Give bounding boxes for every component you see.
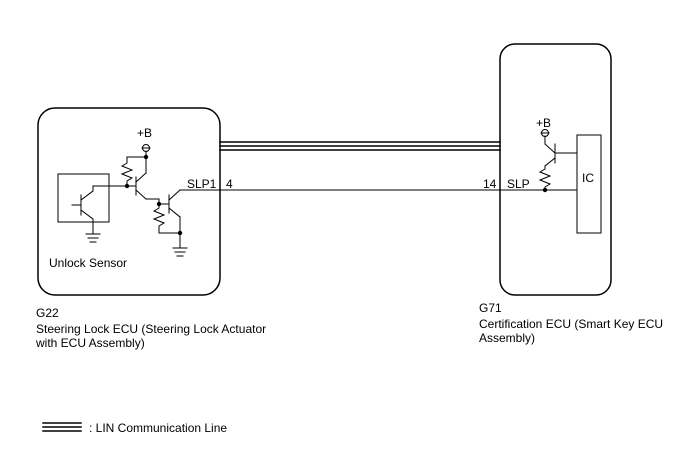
right-supply-label: +B: [536, 116, 552, 130]
left-output-transistor: [158, 189, 221, 257]
ic-block: [576, 134, 602, 234]
left-supply-label: +B: [137, 126, 153, 140]
junction-dot: [156, 201, 162, 207]
steering-lock-ecu-box: [37, 107, 221, 296]
legend-line-symbol: [42, 422, 82, 432]
junction-dot: [124, 183, 130, 189]
left-pin-number: 4: [226, 177, 233, 191]
junction-dot: [177, 230, 183, 236]
right-pin-name: SLP: [507, 177, 530, 191]
lin-communication-line: [219, 141, 501, 151]
left-ecu-name: Steering Lock ECU (Steering Lock Actuato…: [36, 322, 267, 350]
certification-ecu-box: [499, 43, 612, 296]
ic-label: IC: [582, 171, 594, 185]
right-driver-transistor: [499, 143, 578, 191]
right-ecu-code: G71: [479, 301, 502, 315]
junction-dot: [143, 154, 149, 160]
right-pin-number: 14: [483, 177, 497, 191]
junction-dot: [542, 187, 548, 193]
legend-text: : LIN Communication Line: [89, 421, 228, 435]
right-ecu-name: Certification ECU (Smart Key ECU Assembl…: [479, 317, 664, 345]
right-supply-terminal: [540, 129, 550, 145]
left-ecu-code: G22: [36, 306, 59, 320]
unlock-sensor-element: [57, 173, 110, 243]
unlock-sensor-label: Unlock Sensor: [49, 256, 128, 270]
left-driver-transistor: [108, 156, 181, 234]
left-pin-name: SLP1: [187, 177, 217, 191]
